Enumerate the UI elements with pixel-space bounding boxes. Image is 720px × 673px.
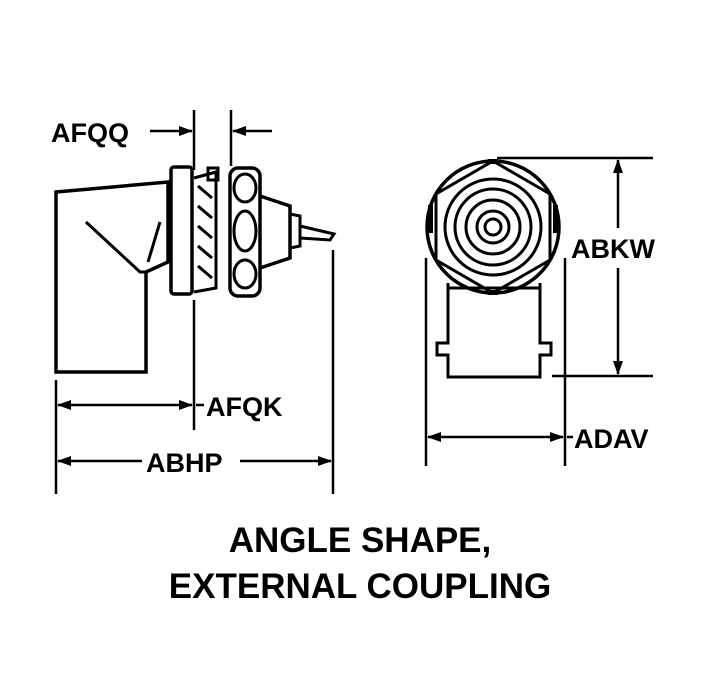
caption-line-2: EXTERNAL COUPLING [169,567,551,606]
abkw-label: ABKW [571,234,655,264]
hex-nut [228,166,262,298]
afqk-label: AFQK [206,392,283,422]
hex-outline [434,159,552,295]
front-view: ABKW ADAV [424,156,655,466]
caption-line-1: ANGLE SHAPE, [229,521,492,560]
mounting-flange [169,165,194,296]
side-view: AFQQ AFQK ABHP [51,110,337,494]
contact-pin [259,194,337,270]
center-contact [483,217,503,237]
angle-body [54,180,170,374]
afqq-label: AFQQ [51,118,129,148]
angle-body-front [435,283,553,379]
adav-label: ADAV [574,424,649,454]
threaded-section [193,166,220,294]
abhp-label: ABHP [146,448,223,478]
coupling-outline [425,159,561,295]
